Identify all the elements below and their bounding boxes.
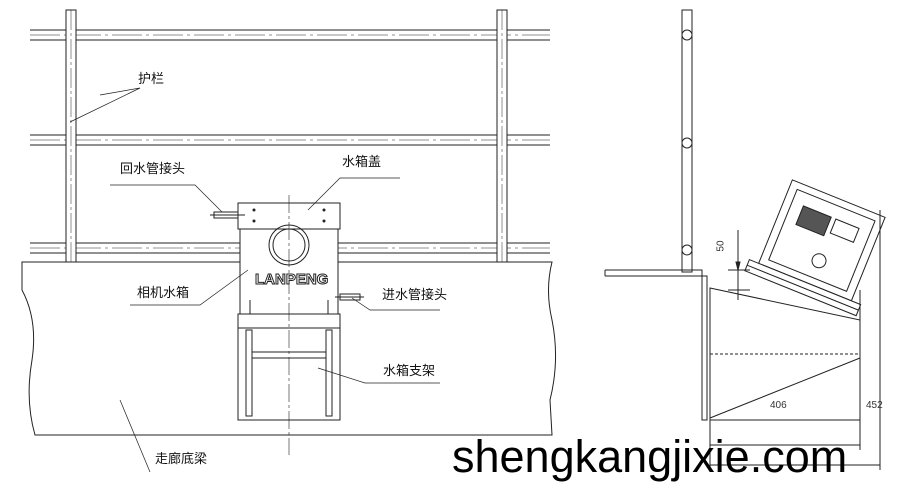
label-tank-cover: 水箱盖 xyxy=(342,155,382,170)
label-return-pipe-joint: 回水管接头 xyxy=(120,162,186,177)
brand-logo-text: LANPENG xyxy=(254,271,329,289)
leader-lines xyxy=(69,87,440,473)
label-inlet-pipe-joint: 进水管接头 xyxy=(382,288,448,303)
label-guardrail: 护栏 xyxy=(138,72,165,87)
dimension-inner-width: 406 xyxy=(770,400,787,411)
label-camera-tank: 相机水箱 xyxy=(137,286,190,301)
side-view xyxy=(604,9,886,470)
watermark: shengkangjixie.com xyxy=(452,431,848,482)
label-corridor-beam: 走廊底梁 xyxy=(155,452,208,467)
dimension-gap: 50 xyxy=(715,240,727,252)
label-tank-bracket: 水箱支架 xyxy=(383,364,436,379)
dimension-outer-width: 452 xyxy=(866,400,883,411)
